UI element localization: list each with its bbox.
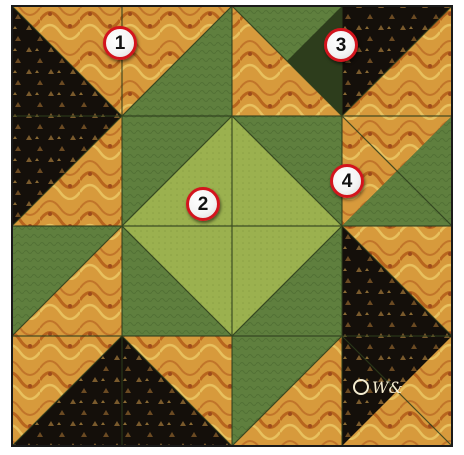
- marker-4-label: 4: [342, 172, 353, 191]
- marker-4: 4: [330, 164, 364, 198]
- marker-1-label: 1: [115, 34, 126, 53]
- svg-text:W&: W&: [372, 378, 403, 397]
- marker-2-label: 2: [198, 195, 209, 214]
- marker-2: 2: [186, 187, 220, 221]
- marker-3-label: 3: [336, 36, 347, 55]
- marker-3: 3: [324, 28, 358, 62]
- marker-1: 1: [103, 26, 137, 60]
